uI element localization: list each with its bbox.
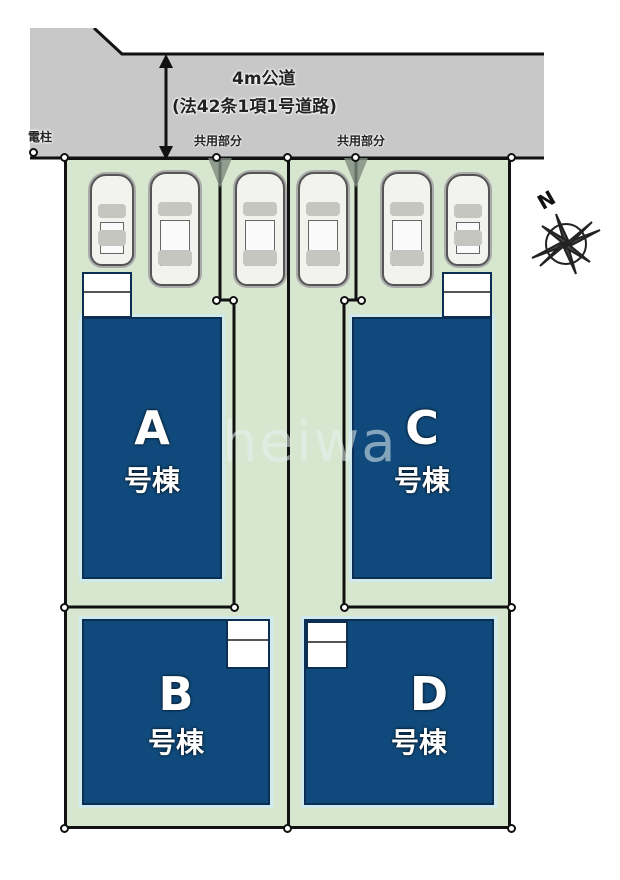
road-type-label: (法42条1項1号道路) — [172, 97, 337, 117]
utility-pole-label: 電柱 — [28, 130, 53, 144]
boundary-pin — [507, 153, 516, 162]
building-c-entrance — [442, 272, 492, 318]
parked-car-2 — [150, 172, 200, 286]
road-width-label: 4m公道 — [232, 69, 296, 89]
shared-area-label-west: 共用部分 — [194, 134, 243, 148]
boundary-pin — [60, 603, 69, 612]
parked-car-6 — [446, 174, 490, 266]
compass-icon — [531, 213, 601, 275]
parked-car-5 — [382, 172, 432, 286]
boundary-pin — [340, 603, 349, 612]
boundary-pin — [351, 153, 360, 162]
shared-area-wedge-east — [344, 158, 368, 188]
boundary-pin — [212, 296, 221, 305]
boundary-pin — [283, 824, 292, 833]
shared-area-label-east: 共用部分 — [337, 134, 386, 148]
building-b-suffix: 号棟 — [147, 726, 204, 759]
boundary-pin — [60, 153, 69, 162]
building-a: A 号棟 — [82, 317, 222, 579]
building-d-letter: D — [409, 667, 449, 721]
utility-pole-icon — [29, 148, 38, 157]
boundary-pin — [507, 824, 516, 833]
building-d-entrance — [306, 621, 348, 669]
building-a-letter: A — [134, 401, 170, 455]
building-c: C 号棟 — [352, 317, 492, 579]
building-c-suffix: 号棟 — [393, 464, 450, 497]
parked-car-4 — [298, 172, 348, 286]
boundary-pin — [60, 824, 69, 833]
parked-car-1 — [90, 174, 134, 266]
shared-area-wedge-west — [208, 158, 232, 188]
building-a-suffix: 号棟 — [123, 464, 180, 497]
building-a-entrance — [82, 272, 132, 318]
boundary-pin — [212, 153, 221, 162]
boundary-pin — [283, 153, 292, 162]
boundary-pin — [357, 296, 366, 305]
compass-rose: N — [520, 180, 610, 280]
boundary-pin — [230, 603, 239, 612]
building-b-entrance — [226, 619, 270, 669]
boundary-pin — [340, 296, 349, 305]
boundary-pin — [229, 296, 238, 305]
building-d-suffix: 号棟 — [390, 726, 447, 759]
road-width-arrow-icon — [159, 54, 173, 160]
boundary-pin — [507, 603, 516, 612]
parked-car-3 — [235, 172, 285, 286]
building-b-letter: B — [158, 667, 194, 721]
watermark: heiwa — [222, 410, 398, 475]
building-c-letter: C — [405, 401, 439, 455]
